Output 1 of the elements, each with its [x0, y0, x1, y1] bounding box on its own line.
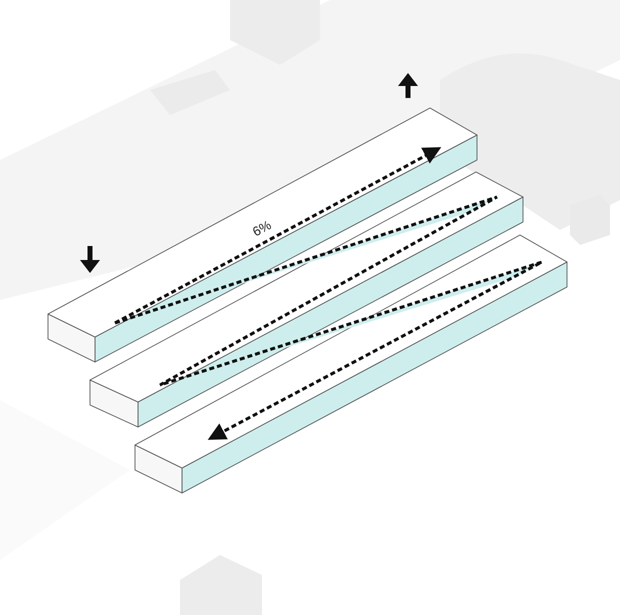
slope-label: 6%: [250, 217, 274, 240]
